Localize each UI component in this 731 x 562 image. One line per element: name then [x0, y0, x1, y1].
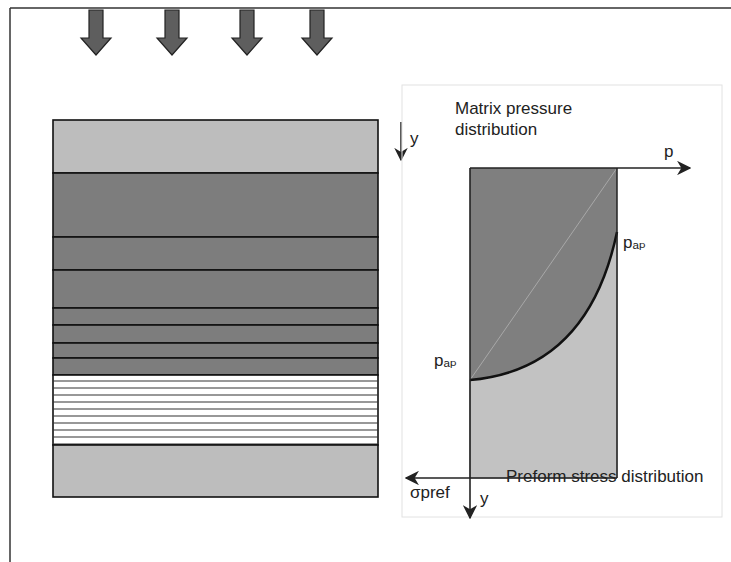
panel-heading: Preform stress distribution: [506, 466, 716, 487]
p-axis: [470, 167, 690, 169]
layer-stack: [53, 120, 378, 497]
y-axis: [469, 168, 471, 518]
panel-heading: Matrix pressure distribution: [455, 98, 605, 140]
load-arrows: [81, 10, 332, 55]
axis-label: p: [664, 141, 673, 162]
value-label: pₐₚ: [623, 232, 646, 253]
panel-frame: [402, 85, 722, 517]
frame-line: [10, 7, 731, 9]
distribution-curve: [470, 232, 617, 380]
preform-stress-region: [470, 232, 617, 478]
axis-label: y: [410, 128, 419, 149]
frame-line: [9, 8, 11, 562]
panel-edge: [616, 168, 618, 478]
axis-label: σpref: [410, 482, 450, 503]
axis-label: y: [480, 488, 489, 509]
value-label: pₐₚ: [434, 350, 457, 371]
linear-reference: [470, 168, 617, 380]
